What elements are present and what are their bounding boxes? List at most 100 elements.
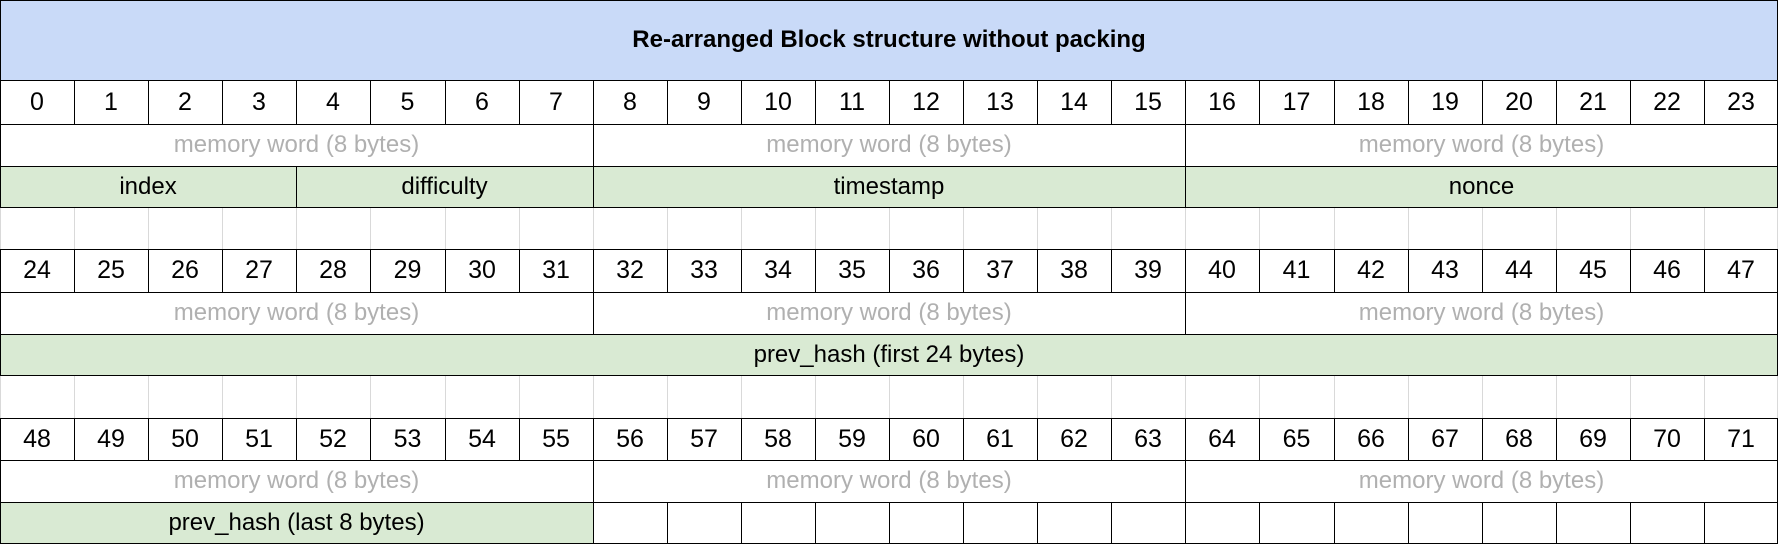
grid-line [1334, 80, 1335, 125]
byte-index-cell: 26 [171, 256, 199, 284]
grid-line [1037, 249, 1038, 293]
grid-line [1630, 418, 1631, 461]
grid-line [445, 418, 446, 461]
grid-line [1556, 249, 1557, 293]
byte-index-cell: 58 [764, 424, 792, 453]
grid-line [667, 207, 668, 250]
grid-line [0, 249, 1778, 250]
grid-line [815, 80, 816, 125]
grid-line [889, 418, 890, 461]
memory-word-cell: memory word (8 bytes) [766, 131, 1012, 158]
byte-index-cell: 18 [1357, 87, 1385, 116]
grid-line [1111, 502, 1112, 544]
byte-index-cell: 1 [104, 87, 118, 116]
grid-line [741, 207, 742, 250]
grid-line [0, 418, 1, 461]
grid-line [1630, 249, 1631, 293]
byte-index-cell: 28 [319, 256, 347, 284]
byte-index-cell: 43 [1431, 256, 1459, 284]
grid-line [1556, 207, 1557, 250]
grid-line [1556, 418, 1557, 461]
grid-line [0, 418, 1778, 419]
byte-index-cell: 19 [1431, 87, 1459, 116]
grid-line [222, 418, 223, 461]
byte-index-cell: 44 [1505, 256, 1533, 284]
grid-line [815, 375, 816, 419]
grid-line [1704, 249, 1705, 293]
field-cell: prev_hash (first 24 bytes) [0, 334, 1778, 375]
grid-line [0, 460, 1, 503]
byte-index-cell: 31 [542, 256, 570, 284]
grid-line [0, 502, 1, 544]
grid-line [889, 375, 890, 419]
byte-index-cell: 4 [326, 87, 340, 116]
grid-line [1704, 418, 1705, 461]
grid-line [1185, 418, 1186, 461]
grid-line [370, 249, 371, 293]
grid-line [889, 207, 890, 250]
grid-line [593, 166, 594, 208]
byte-index-cell: 64 [1208, 424, 1236, 453]
grid-line [519, 418, 520, 461]
grid-line [1408, 249, 1409, 293]
grid-line [1556, 80, 1557, 125]
grid-line [296, 418, 297, 461]
grid-line [519, 80, 520, 125]
grid-line [1408, 502, 1409, 544]
byte-index-cell: 35 [838, 256, 866, 284]
grid-line [1408, 207, 1409, 250]
empty-byte-cell [593, 502, 667, 543]
grid-line [1704, 375, 1705, 419]
empty-byte-cell [1185, 502, 1259, 543]
grid-line [1334, 207, 1335, 250]
empty-byte-cell [1259, 502, 1334, 543]
grid-line [1630, 502, 1631, 544]
byte-index-cell: 56 [616, 424, 644, 453]
grid-line [1185, 502, 1186, 544]
empty-byte-cell [667, 502, 741, 543]
grid-line [1630, 80, 1631, 125]
grid-line [667, 80, 668, 125]
byte-index-cell: 3 [252, 87, 266, 116]
byte-index-cell: 47 [1727, 256, 1755, 284]
memory-word-cell: memory word (8 bytes) [173, 299, 420, 326]
grid-line [148, 80, 149, 125]
grid-line [667, 375, 668, 419]
memory-word-cell: memory word (8 bytes) [766, 299, 1012, 326]
grid-line [74, 80, 75, 125]
byte-index-cell: 16 [1208, 87, 1236, 116]
byte-index-cell: 61 [986, 424, 1014, 453]
grid-line [0, 292, 1, 335]
byte-index-cell: 70 [1653, 424, 1681, 453]
byte-index-cell: 13 [986, 87, 1014, 116]
grid-line [1185, 124, 1186, 167]
memory-word-cell: memory word (8 bytes) [173, 131, 420, 158]
grid-line [0, 207, 1778, 208]
grid-line [1482, 207, 1483, 250]
byte-index-cell: 69 [1579, 424, 1607, 453]
grid-line [1259, 502, 1260, 544]
byte-index-cell: 68 [1505, 424, 1533, 453]
byte-index-cell: 6 [475, 87, 489, 116]
grid-line [1482, 418, 1483, 461]
grid-line [445, 375, 446, 419]
grid-line [815, 418, 816, 461]
grid-line [889, 249, 890, 293]
grid-line [370, 80, 371, 125]
byte-index-cell: 41 [1282, 256, 1311, 284]
grid-line [1259, 249, 1260, 293]
byte-index-cell: 40 [1208, 256, 1236, 284]
grid-line [1482, 80, 1483, 125]
byte-index-cell: 20 [1505, 87, 1533, 116]
grid-line [593, 460, 594, 503]
grid-line [1334, 375, 1335, 419]
byte-index-cell: 50 [171, 424, 199, 453]
grid-line [0, 334, 1, 376]
grid-line [222, 80, 223, 125]
grid-line [0, 375, 1, 419]
memory-word-cell: memory word (8 bytes) [766, 467, 1012, 494]
grid-line [1185, 292, 1186, 335]
byte-index-cell: 25 [97, 256, 125, 284]
grid-line [519, 375, 520, 419]
grid-line [519, 249, 520, 293]
